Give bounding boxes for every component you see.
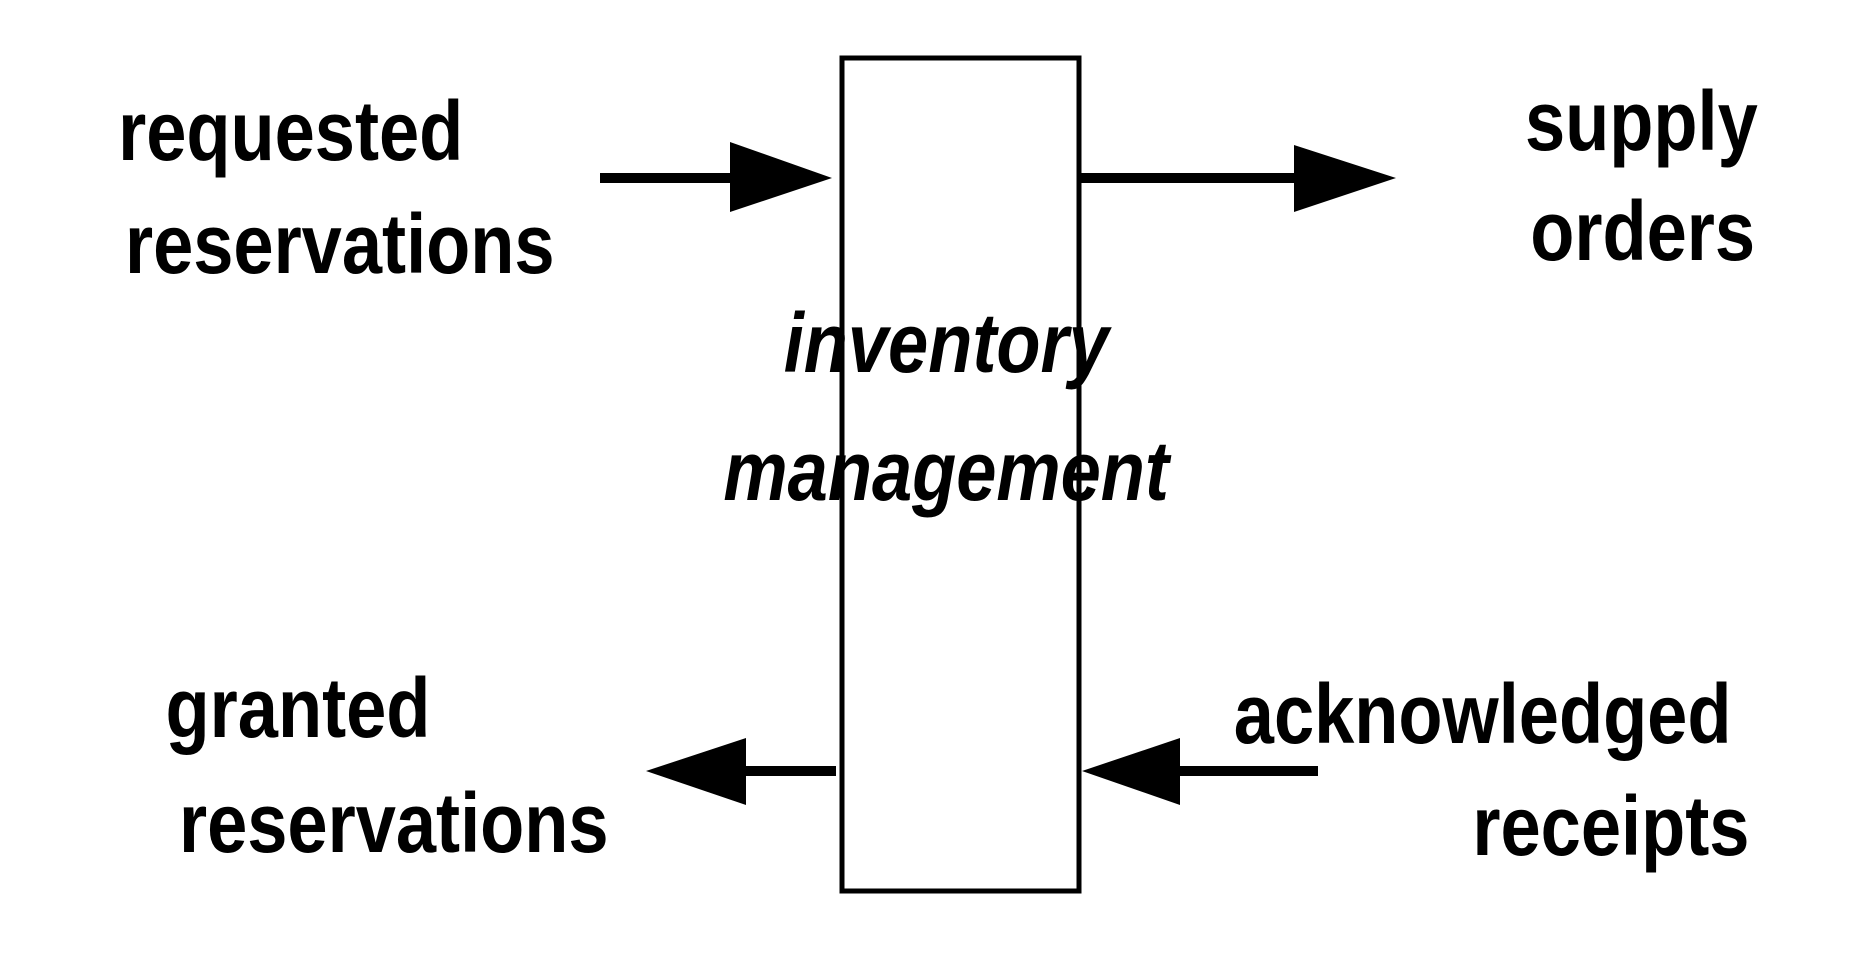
requested-label-line1: requested: [118, 84, 463, 178]
acknowledged-receipts-arrow: [1082, 738, 1318, 805]
granted-label-line1: granted: [166, 661, 431, 755]
inventory-management-box: [839, 55, 1082, 894]
inventory-management-label-line2: management: [723, 424, 1171, 518]
acknowledged-label-line2: receipts: [1472, 779, 1749, 873]
granted-label-line2: reservations: [179, 776, 609, 870]
supply-label-line2: orders: [1530, 184, 1755, 278]
granted-reservations-arrow: [646, 738, 836, 805]
acknowledged-label-line1: acknowledged: [1234, 667, 1732, 761]
supply-orders-arrow: [1081, 145, 1396, 212]
inventory-management-label-line1: inventory: [784, 296, 1112, 390]
requested-label-line2: reservations: [125, 197, 555, 291]
requested-reservations-arrow: [600, 142, 832, 212]
supply-label-line1: supply: [1525, 74, 1758, 168]
